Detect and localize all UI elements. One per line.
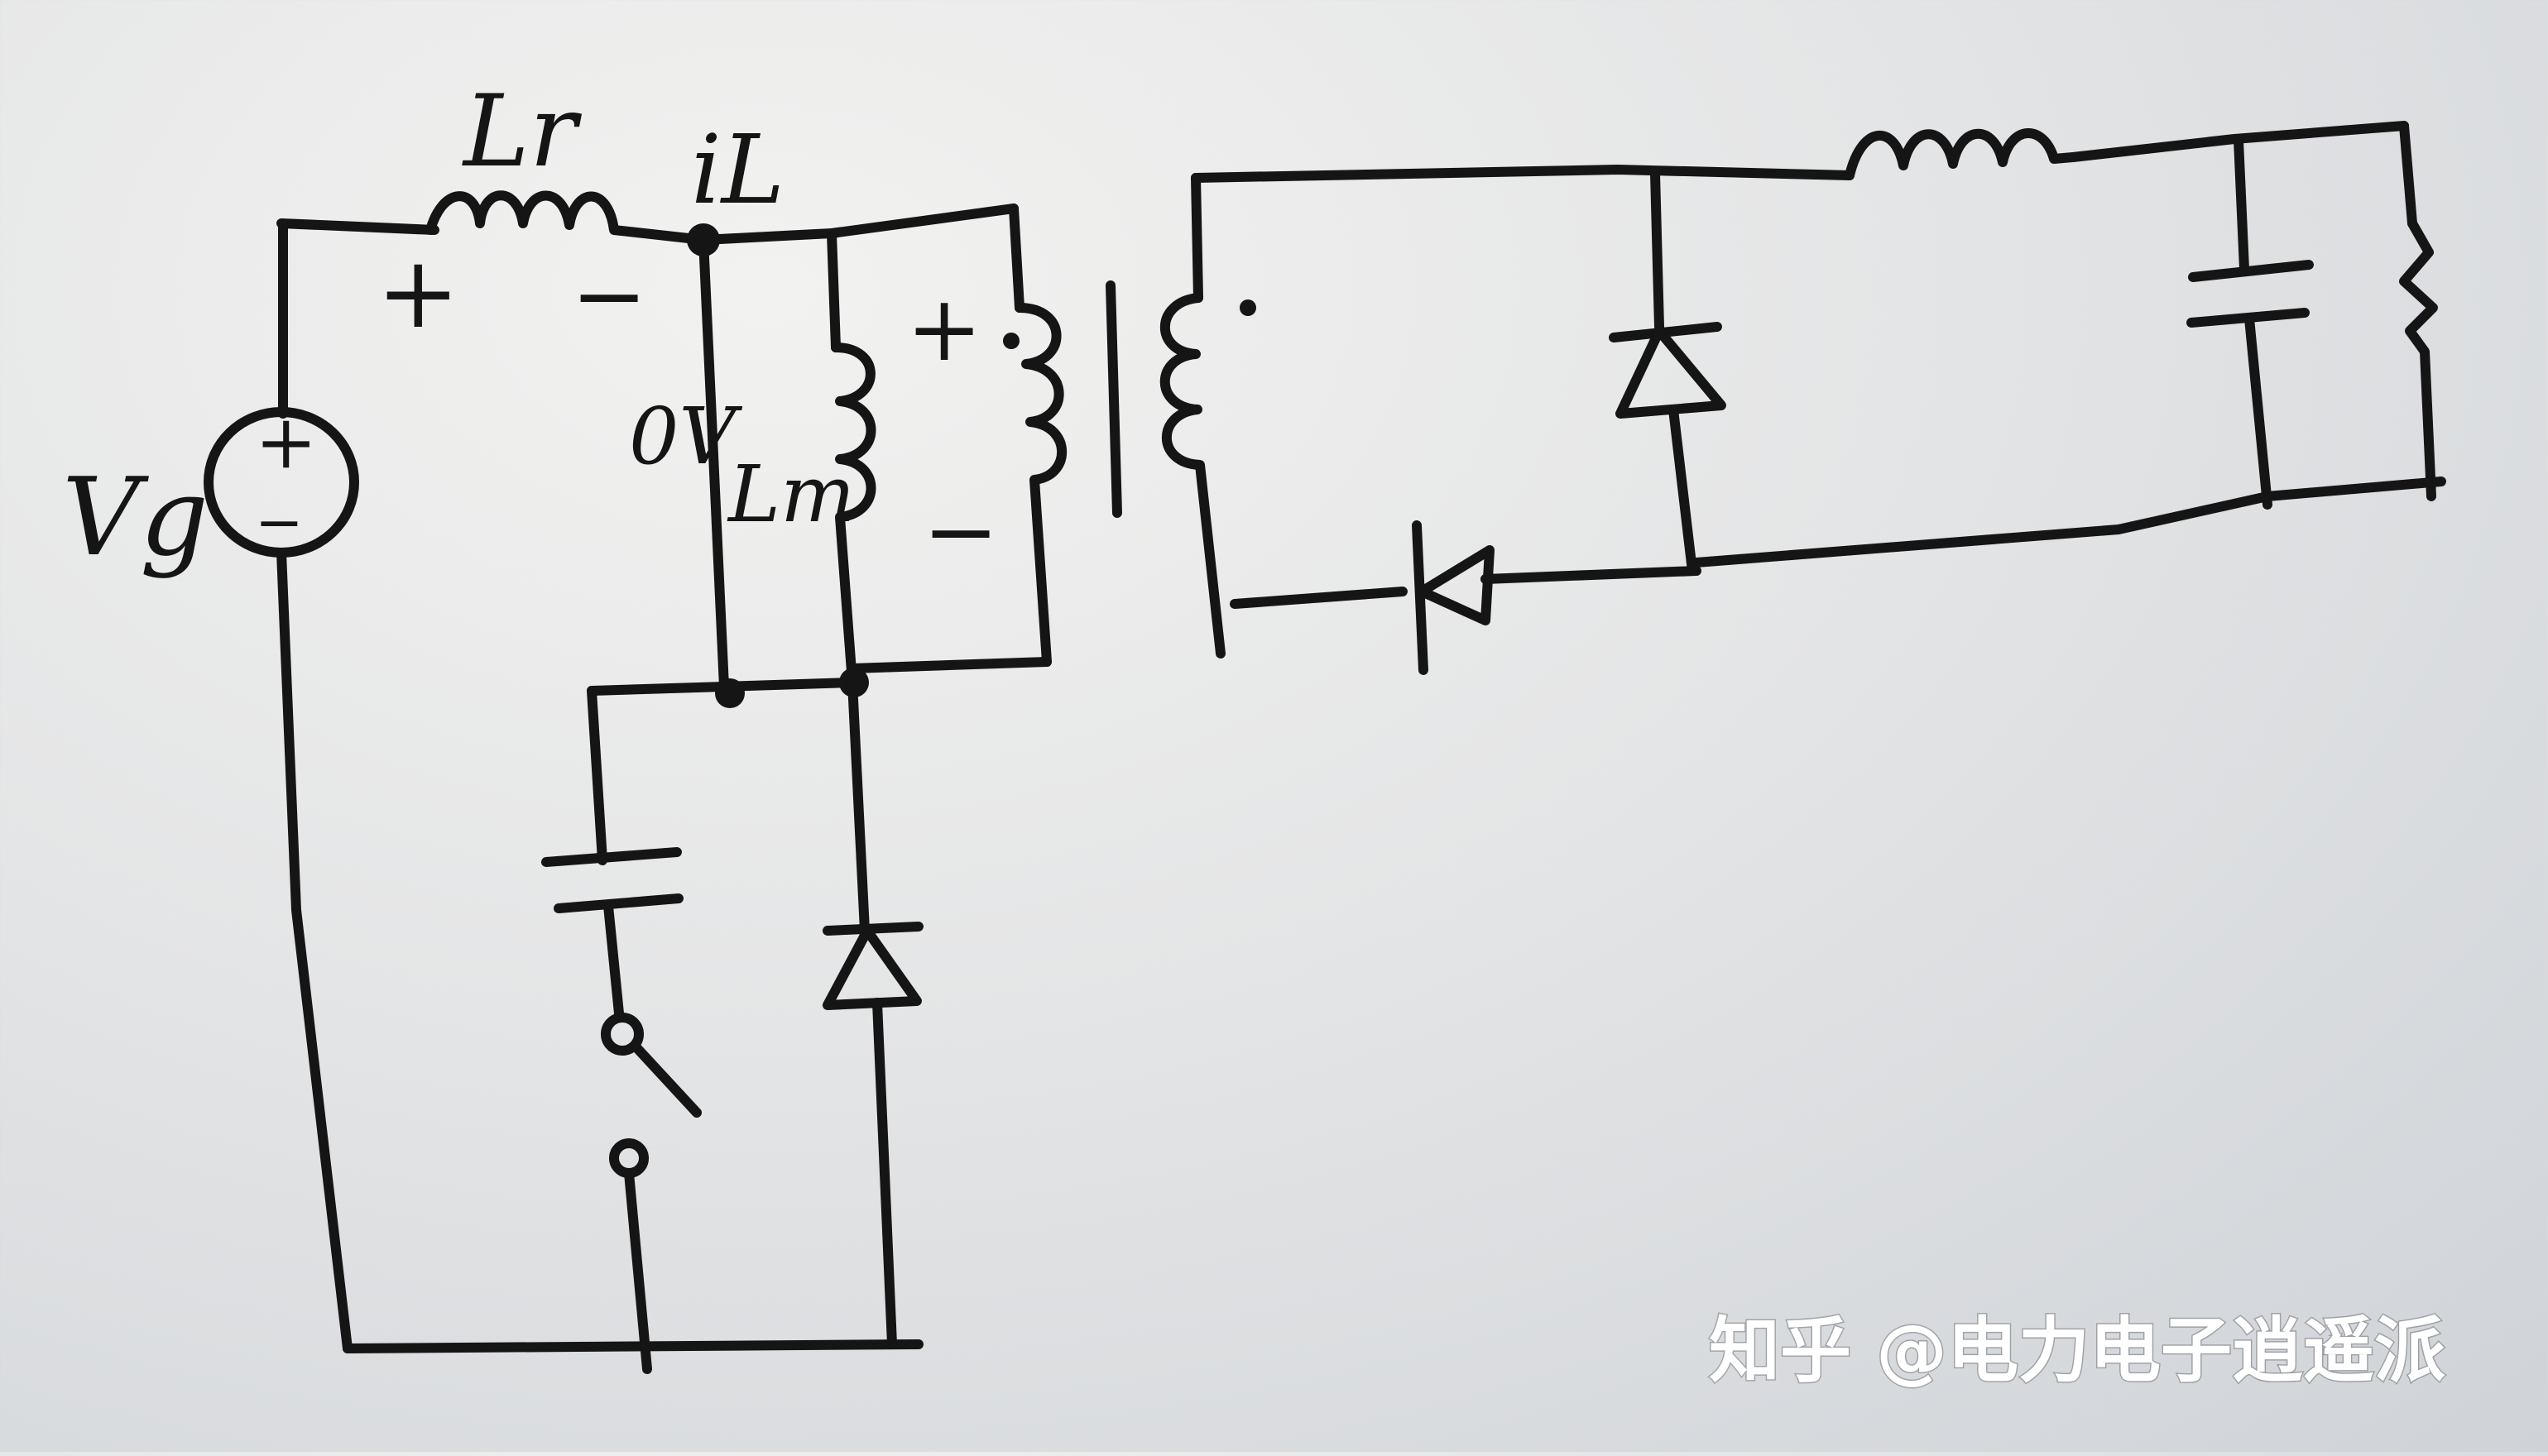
wire-cap-top [587, 686, 607, 865]
label-lr-plus: + [377, 236, 460, 351]
label-lm: Lm [727, 449, 855, 540]
wire-sec-bottom-mid [1480, 566, 1701, 584]
wire-cout-bottom [2244, 314, 2272, 510]
wire-primary-top [1009, 204, 1024, 313]
label-lr-minus: − [571, 242, 647, 348]
diode-primary [823, 922, 924, 1010]
watermark-text: 知乎 @电力电子逍遥派 [1709, 1310, 2445, 1392]
capacitor-plate-bottom [554, 893, 684, 913]
diode-freewheel [1609, 322, 1726, 419]
label-lr: Lr [462, 74, 583, 189]
switch-contact-top [601, 1013, 644, 1056]
inductor-lr [425, 190, 708, 245]
label-source-minus: − [255, 488, 304, 556]
wire-diode-top [847, 678, 870, 936]
label-primary-minus: − [923, 478, 999, 584]
wire-fw-top [1650, 169, 1664, 332]
label-0v: 0V [629, 391, 742, 482]
wire-load-top [2399, 121, 2417, 228]
wire-source-down [276, 548, 353, 1353]
switch-blade [631, 1042, 702, 1118]
transformer-core [1106, 280, 1122, 518]
wire-diode-bottom [872, 998, 897, 1349]
wire-switch-bottom [624, 1168, 652, 1374]
wire-bottom [343, 1339, 924, 1353]
wire-lm-top [827, 228, 841, 352]
inductor-lm [831, 342, 876, 687]
wire-sec-left [1191, 173, 1203, 303]
primary-winding [1015, 303, 1068, 667]
secondary-winding [1159, 293, 1226, 659]
wire-cout-top [2234, 136, 2249, 274]
resistor-load [2399, 218, 2438, 501]
wire-source-top [276, 218, 439, 235]
wire-primary-bottom [847, 657, 1052, 673]
label-source-plus: + [255, 399, 317, 486]
label-vg: Vg [62, 454, 209, 580]
capacitor-out-plate-top [2188, 260, 2314, 282]
secondary-dot [1240, 299, 1256, 316]
node-middle-left [715, 678, 745, 708]
label-il: iL [691, 115, 785, 226]
capacitor-plate-top [541, 847, 682, 867]
wire-cap-bottom [603, 901, 624, 1018]
primary-dot [1003, 333, 1020, 349]
wire-node-vertical [698, 235, 729, 692]
inductor-output [1845, 128, 2078, 180]
wire-out-bottom [1691, 477, 2446, 568]
wire-fw-bottom [1668, 405, 1697, 576]
wire-sec-bottom [1230, 587, 1408, 609]
wire-sec-top [1191, 165, 1855, 183]
diode-series [1412, 520, 1495, 675]
label-primary-plus: + [906, 275, 982, 381]
